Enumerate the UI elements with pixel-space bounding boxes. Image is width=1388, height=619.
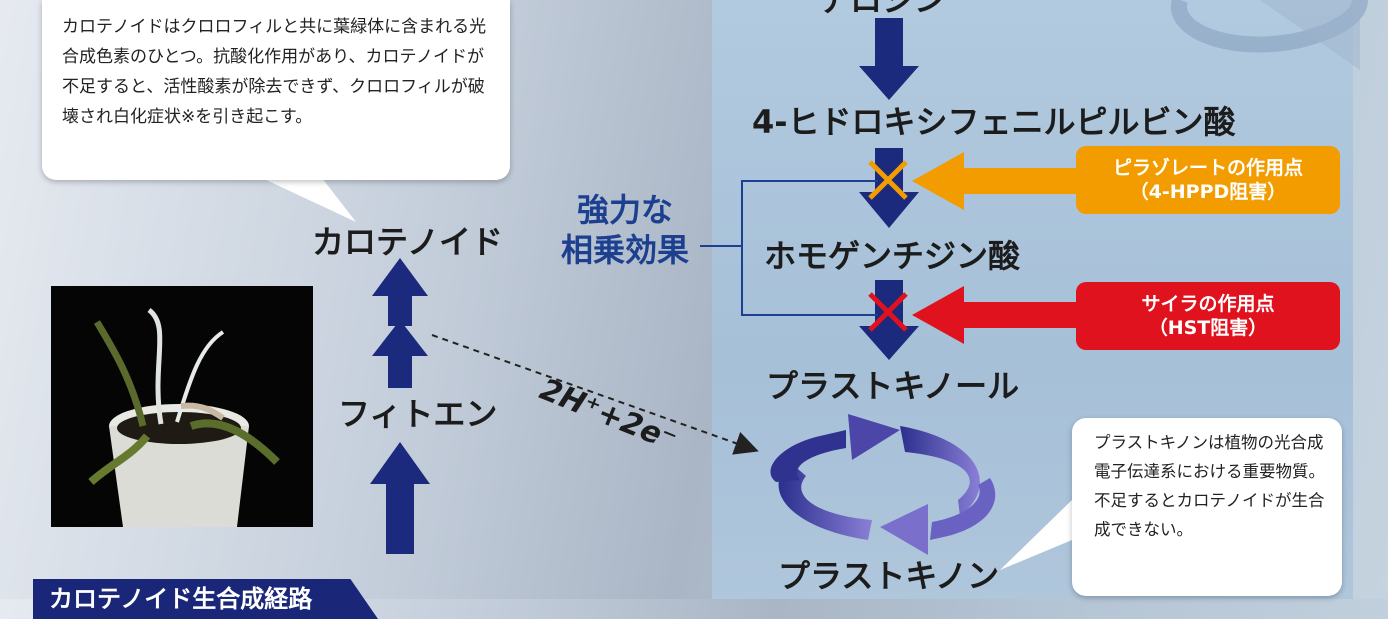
callout-tail-carotenoid <box>262 178 356 222</box>
redox-cycle-icon <box>770 414 996 555</box>
plastoquinone-callout-text: プラストキノンは植物の光合成電子伝達系における重要物質。不足するとカロテノイドが… <box>1094 433 1325 539</box>
red-cross <box>868 292 908 332</box>
node-homogentisic-acid: ホモゲンチジン酸 <box>764 237 1021 275</box>
synergy-label: 強力な 相乗効果 <box>552 190 698 270</box>
saira-site-line-1: サイラの作用点 <box>1141 293 1275 315</box>
red-site-arrow <box>912 286 1076 344</box>
down-arrow-3 <box>859 280 919 360</box>
down-arrow-1 <box>859 18 919 100</box>
synergy-bracket <box>700 180 878 316</box>
bleached-plant-photo <box>51 286 313 527</box>
orange-site-arrow <box>912 152 1076 210</box>
synergy-line-2: 相乗効果 <box>560 231 689 269</box>
pyrazolate-site-box: ピラゾレートの作用点 （4-HPPD阻害） <box>1076 146 1340 214</box>
node-carotenoid: カロテノイド <box>312 223 504 261</box>
plastoquinone-callout: プラストキノンは植物の光合成電子伝達系における重要物質。不足するとカロテノイドが… <box>1072 418 1342 596</box>
up-arrow-2 <box>372 320 428 388</box>
node-phytoene: フィトエン <box>338 395 498 433</box>
pyrazolate-site-line-1: ピラゾレートの作用点 <box>1112 157 1303 179</box>
node-plastoquinone: プラストキノン <box>778 557 1000 595</box>
orange-cross <box>868 160 908 200</box>
saira-site-box: サイラの作用点 （HST阻害） <box>1076 282 1340 350</box>
down-arrow-2 <box>859 148 919 228</box>
carotenoid-callout-text: カロテノイドはクロロフィルと共に葉緑体に含まれる光合成色素のひとつ。抗酸化作用が… <box>62 17 487 127</box>
node-4-hppa: 4-ヒドロキシフェニルピルビン酸 <box>752 103 1236 141</box>
synergy-line-1: 強力な <box>576 191 673 229</box>
saira-site-line-2: （HST阻害） <box>1148 317 1268 339</box>
plant-image <box>51 286 313 527</box>
decor-band <box>1260 0 1360 70</box>
node-plastoquinol: プラストキノール <box>766 367 1020 405</box>
pyrazolate-site-line-2: （4-HPPD阻害） <box>1129 181 1287 203</box>
carotenoid-callout: カロテノイドはクロロフィルと共に葉緑体に含まれる光合成色素のひとつ。抗酸化作用が… <box>42 0 510 180</box>
up-arrow-1 <box>372 258 428 326</box>
electron-transfer-arrow <box>431 334 759 455</box>
diagram-graphics <box>262 0 1368 570</box>
up-arrow-3 <box>370 442 430 554</box>
carotenoid-pathway-title: カロテノイド生合成経路 <box>33 579 378 619</box>
callout-tail-plastoquinone <box>1000 500 1072 570</box>
node-top-cut: チロシン <box>818 0 947 19</box>
